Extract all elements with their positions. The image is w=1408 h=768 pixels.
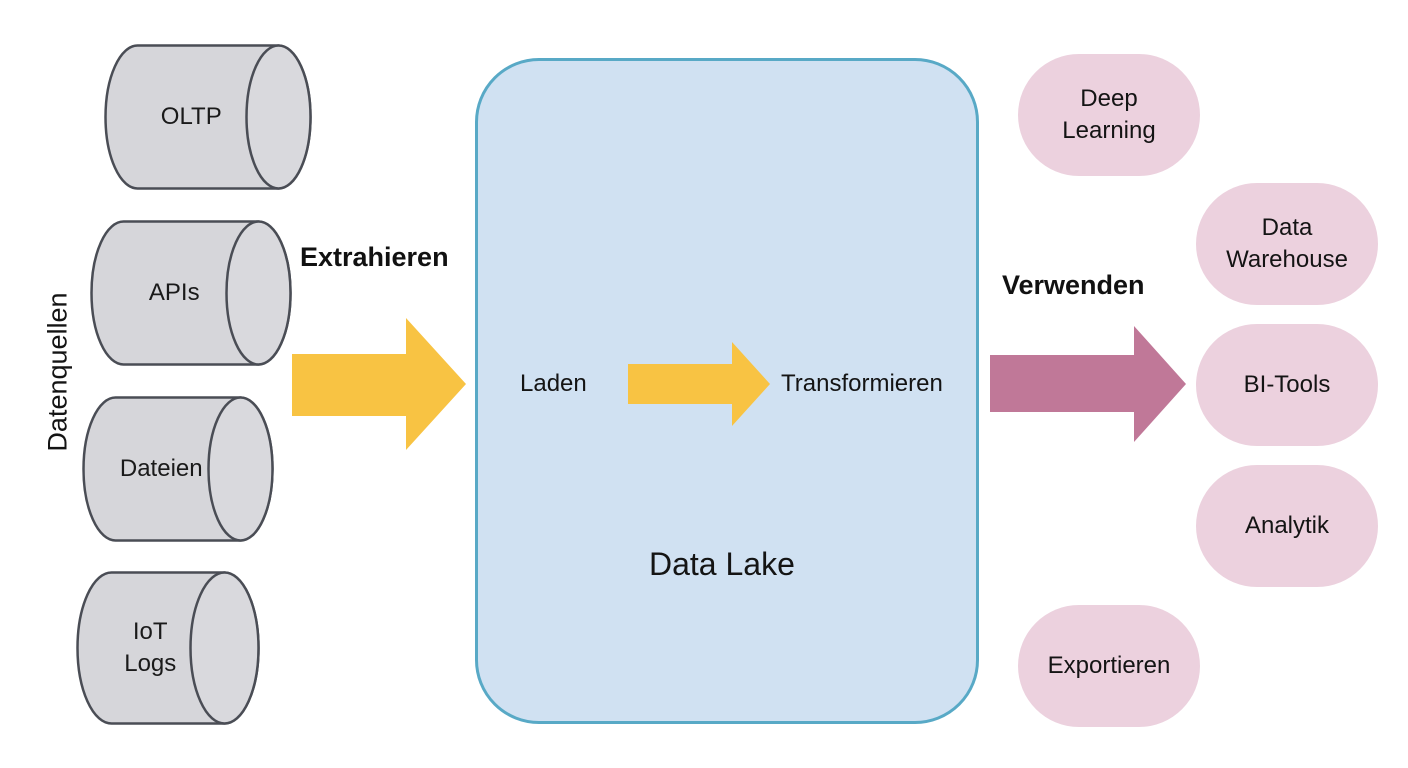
target-label-line: Warehouse <box>1226 246 1348 273</box>
cylinder-end-cap <box>189 571 260 725</box>
source-label-line: Logs <box>124 650 177 677</box>
target-label-line: Deep <box>1080 84 1138 112</box>
load-transform-arrow-shape <box>628 342 770 426</box>
source-label-oltp: OLTP <box>104 44 279 190</box>
target-bi-tools: BI-Tools <box>1196 324 1378 446</box>
source-label-line: Dateien <box>119 454 203 482</box>
source-label-text: IoT Logs <box>124 616 176 681</box>
source-cylinder-apis <box>90 220 292 366</box>
source-label-text: APIs <box>149 277 200 309</box>
load-transform-arrow <box>628 342 770 426</box>
target-label-line: Learning <box>1062 117 1156 144</box>
target-label-line: BI-Tools <box>1243 370 1331 398</box>
use-arrow <box>990 326 1186 442</box>
transform-label: Transformieren <box>781 370 943 397</box>
use-arrow-shape <box>990 326 1186 442</box>
data-sources-title: Datenquellen <box>42 292 73 452</box>
cylinder-end-cap <box>245 44 312 190</box>
target-label-line: Exportieren <box>1047 651 1171 679</box>
load-label: Laden <box>520 370 587 397</box>
cylinder-end-cap <box>207 396 274 542</box>
cylinder-end-cap <box>225 220 292 366</box>
source-label-text: Dateien <box>120 453 203 485</box>
source-label-line: IoT <box>132 617 168 645</box>
source-label-apis: APIs <box>90 220 259 366</box>
target-exportieren: Exportieren <box>1018 605 1200 727</box>
use-label: Verwenden <box>1002 270 1145 300</box>
source-label-line: OLTP <box>160 102 222 130</box>
data-lake-title: Data Lake <box>649 546 795 582</box>
extract-arrow-shape <box>292 318 466 450</box>
target-label-line: Data <box>1261 213 1313 241</box>
source-label-dateien: Dateien <box>82 396 241 542</box>
source-label-line: APIs <box>148 278 200 306</box>
source-cylinder-oltp <box>104 44 312 190</box>
target-analytik: Analytik <box>1196 465 1378 587</box>
source-label-text: OLTP <box>161 101 222 133</box>
extract-arrow <box>292 318 466 450</box>
source-label-iot-logs: IoT Logs <box>76 571 225 725</box>
source-cylinder-dateien <box>82 396 274 542</box>
source-cylinder-iot-logs <box>76 571 260 725</box>
target-label-line: Analytik <box>1244 511 1330 539</box>
extract-label: Extrahieren <box>300 242 449 272</box>
